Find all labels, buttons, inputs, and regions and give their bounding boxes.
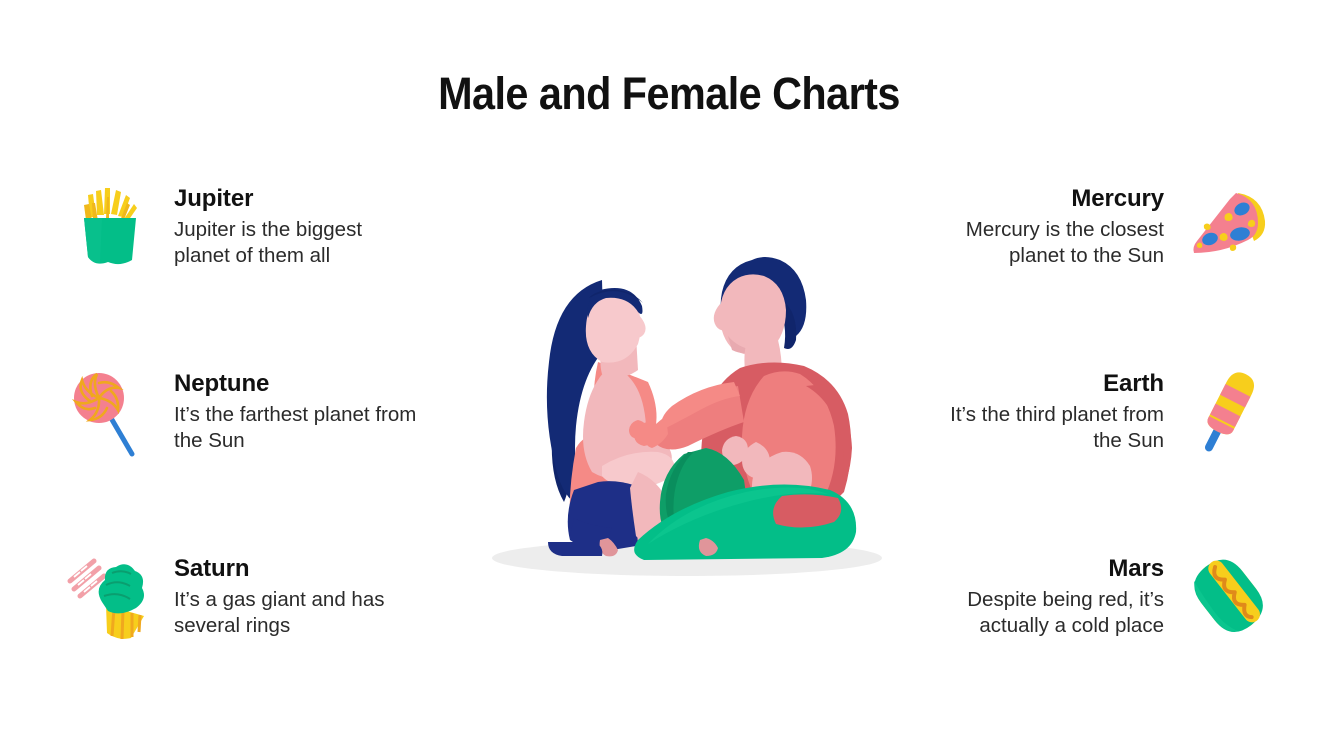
list-item-mars: Mars Despite being red, it’s actually a … <box>916 545 1276 730</box>
lollipop-icon <box>62 362 158 458</box>
pizza-slice-icon <box>1180 177 1276 273</box>
couple-sitting-illustration <box>452 240 912 585</box>
list-item-jupiter: Jupiter Jupiter is the biggest planet of… <box>62 175 422 360</box>
list-item-neptune: Neptune It’s the farthest planet from th… <box>62 360 422 545</box>
list-item-body: It’s a gas giant and has several rings <box>174 588 385 638</box>
list-item-body: It’s the third planet from the Sun <box>950 403 1164 453</box>
list-item-heading: Earth <box>1103 370 1164 397</box>
cupcake-icon <box>62 547 158 643</box>
page-title: Male and Female Charts <box>438 68 900 119</box>
list-item-body: It’s the farthest planet from the Sun <box>174 403 417 453</box>
list-item-heading: Mercury <box>1071 185 1164 212</box>
list-item-body: Jupiter is the biggest planet of them al… <box>174 218 363 268</box>
list-item-earth: Earth It’s the third planet from the Sun <box>916 360 1276 545</box>
list-item-text: Earth It’s the third planet from the Sun <box>916 370 1164 454</box>
list-item-body: Despite being red, it’s actually a cold … <box>967 588 1164 638</box>
list-item-text: Jupiter Jupiter is the biggest planet of… <box>174 185 422 269</box>
list-item-heading: Saturn <box>174 555 250 582</box>
hot-dog-icon <box>1180 547 1276 643</box>
list-item-body: Mercury is the closest planet to the Sun <box>965 218 1164 268</box>
list-item-mercury: Mercury Mercury is the closest planet to… <box>916 175 1276 360</box>
list-item-text: Saturn It’s a gas giant and has several … <box>174 555 422 639</box>
right-column: Mercury Mercury is the closest planet to… <box>916 175 1276 730</box>
list-item-text: Mars Despite being red, it’s actually a … <box>916 555 1164 639</box>
list-item-text: Mercury Mercury is the closest planet to… <box>916 185 1164 269</box>
list-item-heading: Mars <box>1108 555 1164 582</box>
left-column: Jupiter Jupiter is the biggest planet of… <box>62 175 422 730</box>
list-item-text: Neptune It’s the farthest planet from th… <box>174 370 422 454</box>
list-item-saturn: Saturn It’s a gas giant and has several … <box>62 545 422 730</box>
popsicle-icon <box>1180 362 1276 458</box>
french-fries-icon <box>62 177 158 273</box>
list-item-heading: Neptune <box>174 370 270 397</box>
list-item-heading: Jupiter <box>174 185 254 212</box>
